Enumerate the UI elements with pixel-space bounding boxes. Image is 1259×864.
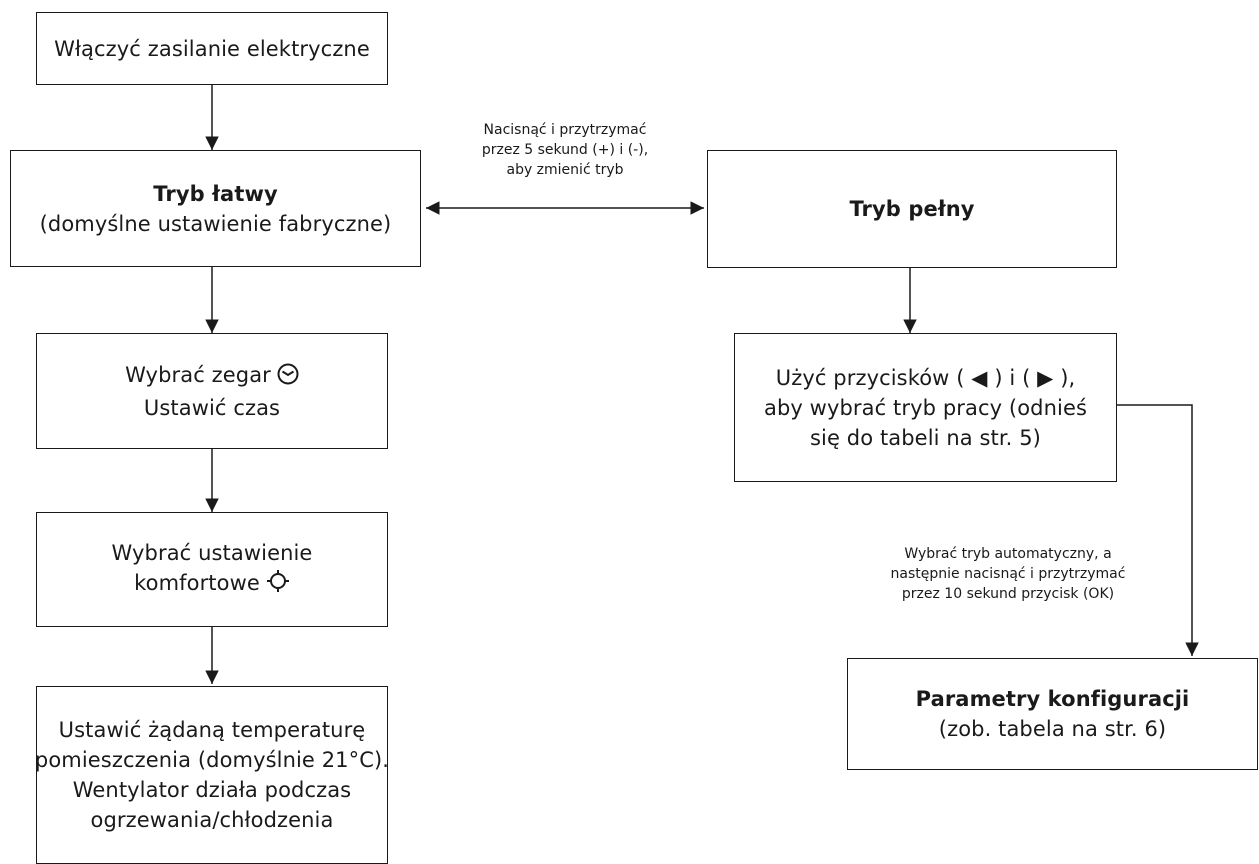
box-config-parameters-subtitle: (zob. tabela na str. 6) <box>938 717 1167 741</box>
clock-icon <box>277 363 299 393</box>
box-select-comfort-line2: komfortowe <box>134 571 260 595</box>
box-select-comfort-line1: Wybrać ustawienie <box>111 541 313 565</box>
note-switch-mode-line1: Nacisnąć i przytrzymać <box>483 122 647 138</box>
box-power-on-text: Włączyć zasilanie elektryczne <box>54 36 370 61</box>
box-config-parameters: Parametry konfiguracji (zob. tabela na s… <box>847 658 1258 770</box>
sun-icon <box>266 569 290 601</box>
note-switch-mode-line2: przez 5 sekund (+) i (-), <box>481 142 649 158</box>
note-auto-mode: Wybrać tryb automatyczny, a następnie na… <box>845 544 1171 604</box>
note-auto-mode-line1: Wybrać tryb automatyczny, a <box>904 546 1112 562</box>
box-select-comfort: Wybrać ustawienie komfortowe <box>36 512 388 627</box>
note-auto-mode-line2: następnie nacisnąć i przytrzymać <box>890 566 1126 582</box>
box-set-temperature-line4: ogrzewania/chłodzenia <box>90 808 334 832</box>
box-set-temperature-line3: Wentylator działa podczas <box>72 778 352 802</box>
note-switch-mode: Nacisnąć i przytrzymać przez 5 sekund (+… <box>440 120 690 180</box>
box-set-temperature: Ustawić żądaną temperaturę pomieszczenia… <box>34 686 390 864</box>
box-select-clock-line1: Wybrać zegar <box>125 362 271 387</box>
box-full-mode-title: Tryb pełny <box>849 197 975 221</box>
box-select-clock-line2: Ustawić czas <box>143 395 281 420</box>
box-easy-mode-subtitle: (domyślne ustawienie fabryczne) <box>39 211 392 236</box>
arrow-buttons-to-config <box>1117 404 1199 656</box>
note-switch-mode-line3: aby zmienić tryb <box>506 162 624 178</box>
note-auto-mode-line3: przez 10 sekund przycisk (OK) <box>901 586 1115 602</box>
box-easy-mode: Tryb łatwy (domyślne ustawienie fabryczn… <box>10 150 421 267</box>
box-full-mode: Tryb pełny <box>707 150 1117 268</box>
box-set-temperature-line1: Ustawić żądaną temperaturę <box>58 718 366 742</box>
box-use-buttons: Użyć przycisków ( ◀ ) i ( ▶ ), aby wybra… <box>734 333 1117 482</box>
box-config-parameters-title: Parametry konfiguracji <box>915 687 1190 711</box>
box-use-buttons-line1: Użyć przycisków ( ◀ ) i ( ▶ ), <box>775 365 1076 390</box>
box-easy-mode-title: Tryb łatwy <box>153 181 278 206</box>
box-select-clock: Wybrać zegar Ustawić czas <box>36 333 388 449</box>
box-power-on: Włączyć zasilanie elektryczne <box>36 12 388 85</box>
box-use-buttons-line3: się do tabeli na str. 5) <box>810 425 1041 450</box>
box-set-temperature-line2: pomieszczenia (domyślnie 21°C). <box>34 748 390 772</box>
box-use-buttons-line2: aby wybrać tryb pracy (odnieś <box>763 395 1088 420</box>
